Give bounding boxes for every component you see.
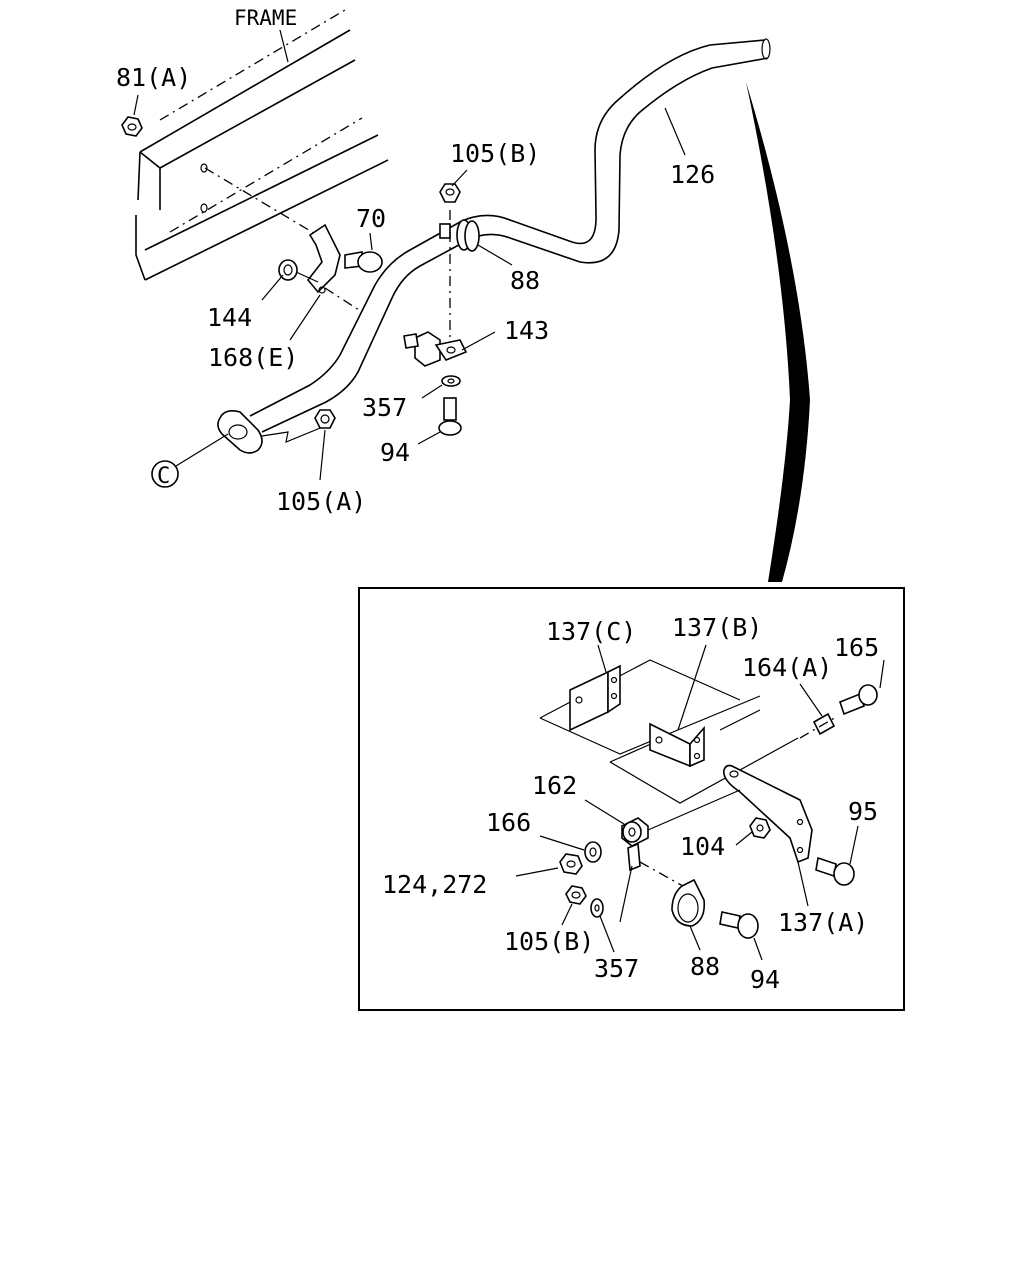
label-357-top: 357 (362, 393, 407, 422)
label-137c: 137(C) (546, 617, 636, 646)
label-168e: 168(E) (208, 343, 298, 372)
label-137a: 137(A) (778, 908, 868, 937)
detail-box (358, 587, 905, 1011)
nut-105a (314, 409, 336, 429)
detail-arrow (746, 82, 810, 582)
label-162: 162 (532, 771, 577, 800)
callout-c (151, 433, 229, 488)
pipe-flange (217, 410, 331, 454)
label-c: C (157, 464, 170, 489)
label-166: 166 (486, 808, 531, 837)
clamp-88-top (439, 219, 480, 252)
detail-assembly (515, 644, 885, 961)
label-124-272: 124,272 (382, 870, 487, 899)
washer-357-top (441, 375, 461, 387)
label-164a: 164(A) (742, 653, 832, 682)
hanger-143 (403, 331, 468, 367)
part-labels: FRAME 81(A) 105(B) 126 70 88 144 168(E) … (116, 6, 879, 994)
label-105b-top: 105(B) (450, 139, 540, 168)
label-357-bottom: 357 (594, 954, 639, 983)
frame-rail (135, 9, 389, 281)
label-144: 144 (207, 303, 252, 332)
bolt-70 (344, 251, 383, 273)
bracket-frame (306, 223, 341, 294)
label-143: 143 (504, 316, 549, 345)
label-frame: FRAME (234, 6, 297, 30)
nut-81a (121, 116, 143, 137)
label-88-top: 88 (510, 266, 540, 295)
label-105b-bottom: 105(B) (504, 927, 594, 956)
assembly-line-70 (204, 167, 323, 239)
nut-105b-top (439, 183, 461, 203)
washer-144 (278, 259, 319, 283)
bolt-94-top (438, 397, 462, 436)
label-94-top: 94 (380, 438, 410, 467)
leader-lines-top (133, 94, 686, 481)
label-88-bottom: 88 (690, 952, 720, 981)
exhaust-pipe (249, 38, 771, 433)
label-94-bottom: 94 (750, 965, 780, 994)
label-105a: 105(A) (276, 487, 366, 516)
label-165: 165 (834, 633, 879, 662)
label-95: 95 (848, 797, 878, 826)
label-104: 104 (680, 832, 725, 861)
label-126: 126 (670, 160, 715, 189)
assembly-line-168e (324, 287, 363, 313)
label-70: 70 (356, 204, 386, 233)
label-81a: 81(A) (116, 63, 191, 92)
label-137b: 137(B) (672, 613, 762, 642)
